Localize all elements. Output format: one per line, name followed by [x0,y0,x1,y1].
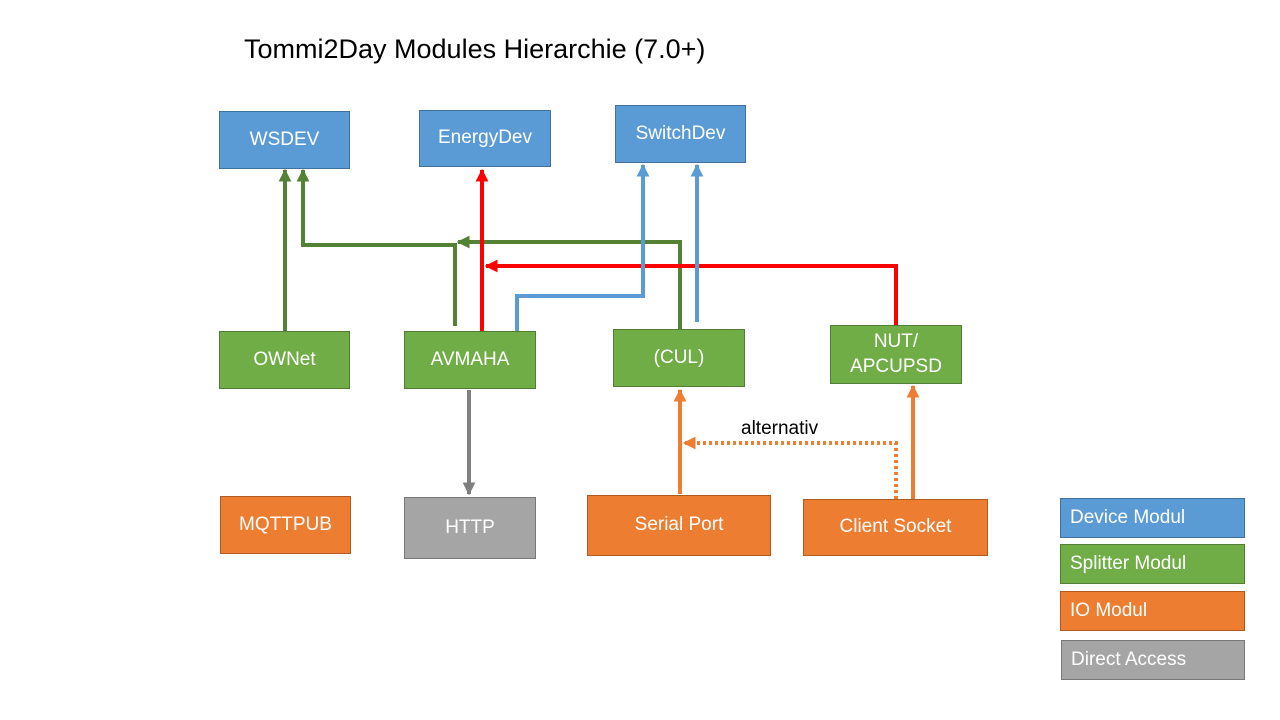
legend-device-modul: Device Modul [1060,498,1245,538]
nut-apcupsd-node: NUT/ APCUPSD [830,325,962,384]
nut-to-energydev-arrow [484,259,898,326]
serial-port-label: Serial Port [634,514,724,536]
client-socket-label: Client Socket [839,516,952,538]
ownet-label: OWNet [253,348,316,370]
diagram-title: Tommi2Day Modules Hierarchie (7.0+) [244,34,706,64]
http-node: HTTP [404,497,536,559]
client-socket-node: Client Socket [803,499,988,556]
nut-label-line1: NUT/ [873,330,919,352]
nut-label-line2: APCUPSD [850,355,942,377]
legend-device-label: Device Modul [1070,506,1186,528]
ownet-node: OWNet [219,331,350,389]
alternativ-label: alternativ [741,418,819,439]
wsdev-label: WSDEV [249,128,320,150]
wsdev-node: WSDEV [219,111,350,169]
cul-node: (CUL) [613,329,745,387]
avmaha-label: AVMAHA [430,348,510,370]
mqttpub-label: MQTTPUB [239,513,332,535]
switchdev-node: SwitchDev [615,105,746,163]
mqttpub-node: MQTTPUB [220,496,351,554]
energydev-node: EnergyDev [419,110,551,167]
avmaha-to-switchdev-arrow [515,163,650,331]
legend-io-label: IO Modul [1070,599,1148,621]
switchdev-label: SwitchDev [635,122,726,144]
legend-io-modul: IO Modul [1060,591,1245,631]
legend-direct-access: Direct Access [1061,640,1245,680]
legend-splitter-label: Splitter Modul [1070,552,1187,574]
energydev-label: EnergyDev [438,127,532,149]
cul-to-wsdev-arrow [456,235,682,331]
http-label: HTTP [445,516,495,538]
avmaha-to-wsdev-arrow [296,168,457,326]
serial-port-node: Serial Port [587,495,771,556]
cul-label: (CUL) [653,346,705,368]
socket-to-cul-alternativ-arrow [682,436,898,499]
legend-splitter-modul: Splitter Modul [1060,544,1245,584]
avmaha-node: AVMAHA [404,331,536,389]
legend-direct-label: Direct Access [1071,648,1187,670]
